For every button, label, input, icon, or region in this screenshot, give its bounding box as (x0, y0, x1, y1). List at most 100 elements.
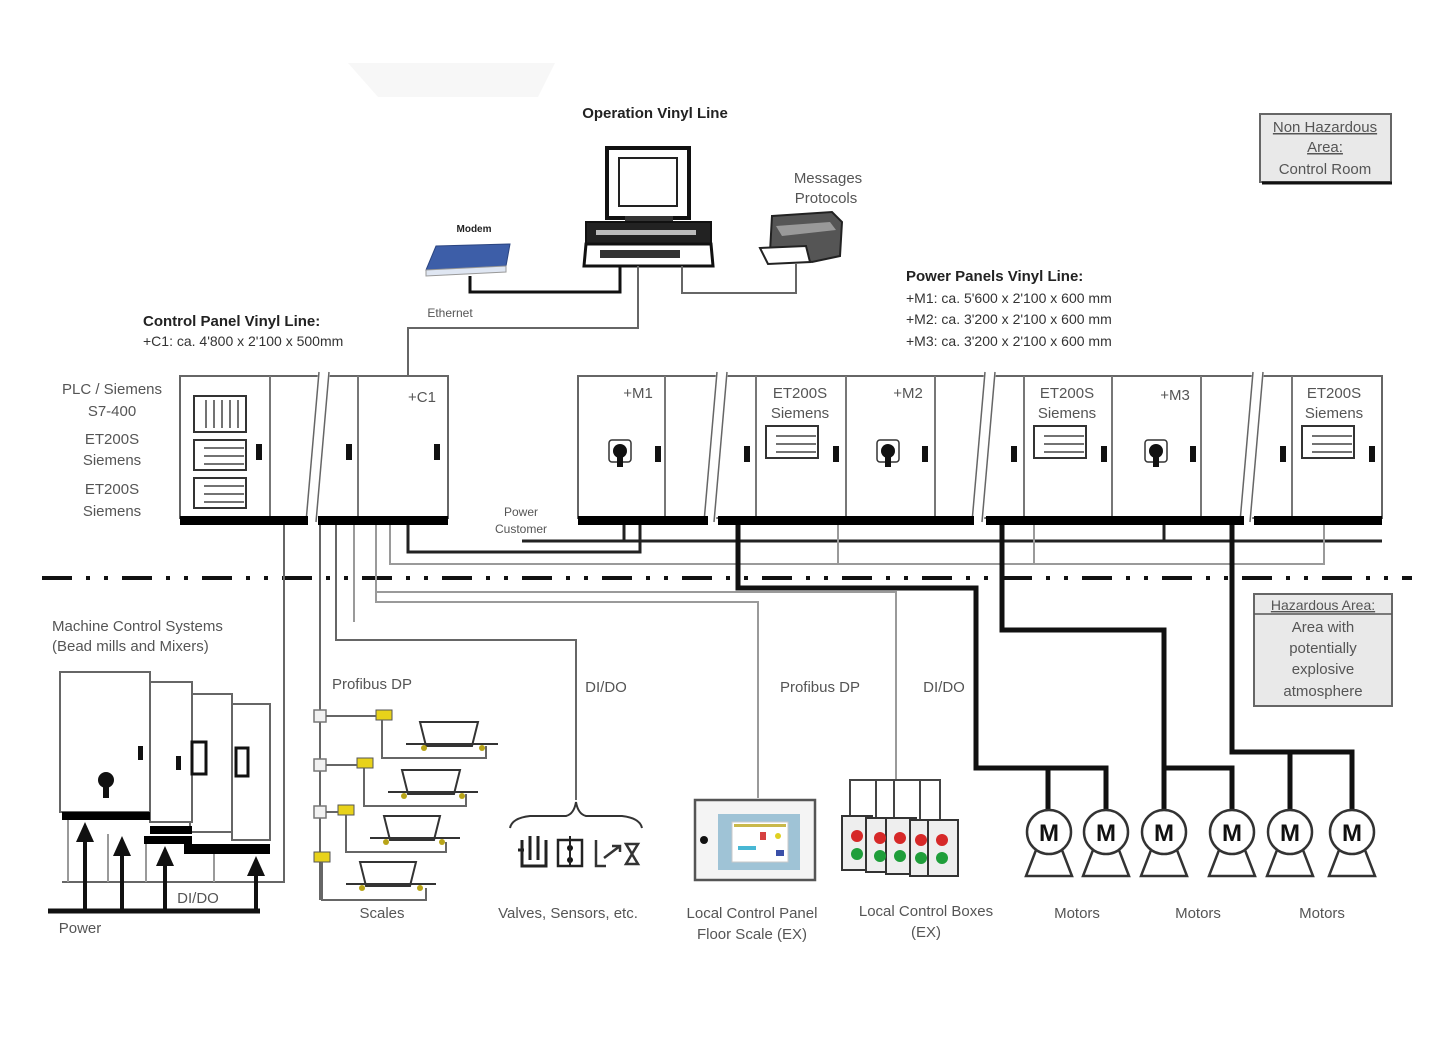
modem-label: Modem (457, 224, 492, 235)
valves-sensors-icons (518, 836, 641, 868)
valves-brace (509, 801, 643, 829)
plc-label: PLC / Siemens (62, 381, 162, 398)
power-customer-label-2: Customer (495, 522, 547, 536)
main-switch-icon-m3 (1144, 439, 1168, 467)
didio-valves-line-a (335, 525, 577, 800)
et200s-m3-siemens: Siemens (1305, 405, 1363, 422)
main-switch-icon-m2 (876, 439, 900, 467)
hazardous-area-box: Hazardous Area: Area with potentially ex… (1253, 593, 1393, 707)
svg-text:M: M (1154, 820, 1174, 847)
et200s-label-2: ET200S (85, 481, 139, 498)
motor-feeder-2 (999, 525, 1167, 810)
operation-title: Operation Vinyl Line (582, 105, 728, 122)
et200s-label-1: ET200S (85, 431, 139, 448)
motor-icon-4: M (1207, 808, 1257, 878)
et200s-module-m1 (765, 425, 819, 459)
motor-icon-3: M (1139, 808, 1189, 878)
local-panel-label-2: Floor Scale (EX) (697, 926, 807, 943)
motor-drop-2 (1164, 765, 1235, 810)
local-control-panel-hmi-icon (693, 798, 817, 882)
scale-junction-box-2 (356, 757, 374, 769)
hazardous-line-3: explosive (1292, 661, 1355, 678)
scale-icon-3 (370, 815, 460, 845)
modem-icon (425, 243, 511, 277)
scale-icon-1 (406, 721, 498, 751)
ethernet-label: Ethernet (427, 306, 473, 320)
svg-text:M: M (1342, 820, 1362, 847)
scale-junction-box-1 (375, 709, 393, 721)
scale-icon-4 (346, 861, 436, 891)
profibus-scales-label: Profibus DP (332, 676, 412, 693)
siemens-label-2: Siemens (83, 503, 141, 520)
svg-text:M: M (1280, 820, 1300, 847)
non-hazardous-area-label: Area: (1307, 139, 1343, 156)
control-panel-spec: +C1: ca. 4'800 x 2'100 x 500mm (143, 333, 343, 349)
scale-junction-box-4 (313, 851, 331, 863)
local-boxes-label-1: Local Control Boxes (859, 903, 993, 920)
power-panel-tag-m2: +M2 (893, 385, 923, 402)
modem-cable (468, 266, 622, 294)
power-customer-label-1: Power (504, 505, 538, 519)
motor-icon-2: M (1081, 808, 1131, 878)
power-panel-tag-m3: +M3 (1160, 387, 1190, 404)
power-panels-heading: Power Panels Vinyl Line: (906, 268, 1083, 285)
computer-workstation-icon (582, 146, 715, 268)
et200s-module-1 (193, 439, 247, 471)
valves-sensors-label: Valves, Sensors, etc. (498, 905, 638, 922)
scales-group (313, 709, 498, 901)
motor-icon-6: M (1327, 808, 1377, 878)
control-panel-tag: +C1 (408, 389, 436, 406)
valves-didio-label: DI/DO (585, 679, 627, 696)
power-panel-spec-m2: +M2: ca. 3'200 x 2'100 x 600 mm (906, 311, 1112, 327)
power-panel-tag-m1: +M1 (623, 385, 653, 402)
siemens-label-1: Siemens (83, 452, 141, 469)
non-hazardous-area-box: Non Hazardous Area: Control Room (1259, 113, 1392, 185)
printer-cable (681, 264, 797, 294)
local-boxes-label-2: (EX) (911, 924, 941, 941)
et200s-m1-label: ET200S (773, 385, 827, 402)
motors-label-1: Motors (1054, 905, 1100, 922)
non-hazardous-room-label: Control Room (1279, 161, 1372, 178)
plc-model-label: S7-400 (88, 403, 136, 420)
faint-background-shape (348, 63, 555, 97)
hazardous-title: Hazardous Area: (1271, 597, 1375, 613)
motors-label-2: Motors (1175, 905, 1221, 922)
et200s-m2-label: ET200S (1040, 385, 1094, 402)
et200s-module-m2 (1033, 425, 1087, 459)
printer-label-protocols: Protocols (795, 190, 858, 207)
et200s-m3-label: ET200S (1307, 385, 1361, 402)
local-panel-label-1: Local Control Panel (687, 905, 818, 922)
control-panel-cabinet: +C1 (179, 371, 449, 525)
control-panel-heading: Control Panel Vinyl Line: (143, 313, 320, 330)
machine-main-switch-icon (98, 772, 114, 798)
scale-junction-box-3 (337, 804, 355, 816)
m2-to-m3-power-line (738, 525, 1166, 543)
local-control-boxes-icon (841, 779, 959, 877)
motor-feeder-1 (735, 525, 1109, 810)
svg-text:M: M (1222, 820, 1242, 847)
printer-label-messages: Messages (794, 170, 862, 187)
motors-label-3: Motors (1299, 905, 1345, 922)
svg-text:M: M (1096, 820, 1116, 847)
printer-icon (758, 210, 844, 266)
main-switch-icon-m1 (608, 439, 632, 467)
motor-icon-5: M (1265, 808, 1315, 878)
non-hazardous-title: Non Hazardous (1273, 119, 1377, 136)
power-panel-spec-m1: +M1: ca. 5'600 x 2'100 x 600 mm (906, 290, 1112, 306)
scale-icon-2 (388, 769, 478, 799)
et200s-m1-siemens: Siemens (771, 405, 829, 422)
control-panel-side-labels: PLC / Siemens S7-400 ET200S Siemens ET20… (62, 381, 162, 520)
didio-local-boxes-line (376, 591, 897, 780)
signal-bus-grey (389, 525, 1325, 565)
motor-icon-1: M (1024, 808, 1074, 878)
power-label: Power (59, 920, 102, 937)
power-supply-arrows (48, 822, 265, 914)
et200s-m2-siemens: Siemens (1038, 405, 1096, 422)
machine-control-label-2: (Bead mills and Mixers) (52, 638, 209, 655)
machine-didio-label: DI/DO (177, 890, 219, 907)
plc-s7-400-module (193, 395, 247, 433)
local-panel-profibus-label: Profibus DP (780, 679, 860, 696)
power-panel-spec-m3: +M3: ca. 3'200 x 2'100 x 600 mm (906, 333, 1112, 349)
scales-label: Scales (359, 905, 404, 922)
